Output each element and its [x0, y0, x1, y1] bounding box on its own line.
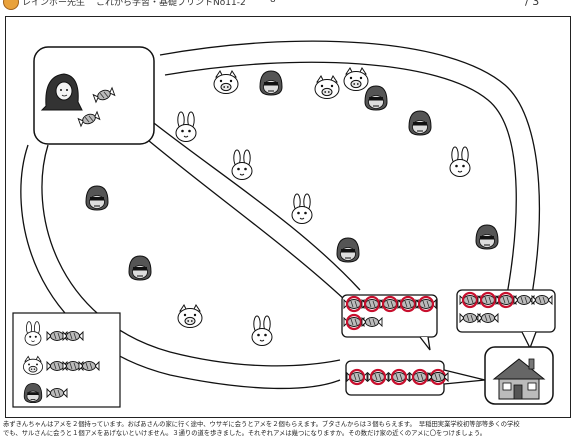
- pig-icon: [178, 305, 202, 328]
- instructions: 赤ずきんちゃんはアメを２個持っています。おばあさんの家に行く途中、ウサギに会うと…: [3, 420, 578, 438]
- pig-icon: [315, 76, 339, 99]
- rabbit-icon: [176, 112, 196, 142]
- rabbit-icon: [450, 147, 470, 177]
- rabbit-icon: [292, 194, 312, 224]
- monkey-icon: [365, 86, 387, 110]
- monkey-icon: [337, 238, 359, 262]
- rabbit-icon: [232, 150, 252, 180]
- monkey-icon: [409, 111, 431, 135]
- pig-icon: [344, 68, 368, 91]
- monkey-icon: [260, 71, 282, 95]
- monkey-icon: [476, 225, 498, 249]
- pig-icon: [214, 71, 238, 94]
- monkey-icon: [24, 383, 42, 402]
- instructions-line-1: 赤ずきんちゃんはアメを２個持っています。おばあさんの家に行く途中、ウサギに会うと…: [3, 420, 578, 429]
- rabbit-icon: [252, 316, 272, 346]
- monkey-icon: [86, 186, 108, 210]
- pig-icon: [23, 356, 42, 374]
- instructions-line-2: でも、サルさんに会うと１個アメをあげないといけません。３通りの道を歩きました。そ…: [3, 429, 578, 438]
- monkey-icon: [129, 256, 151, 280]
